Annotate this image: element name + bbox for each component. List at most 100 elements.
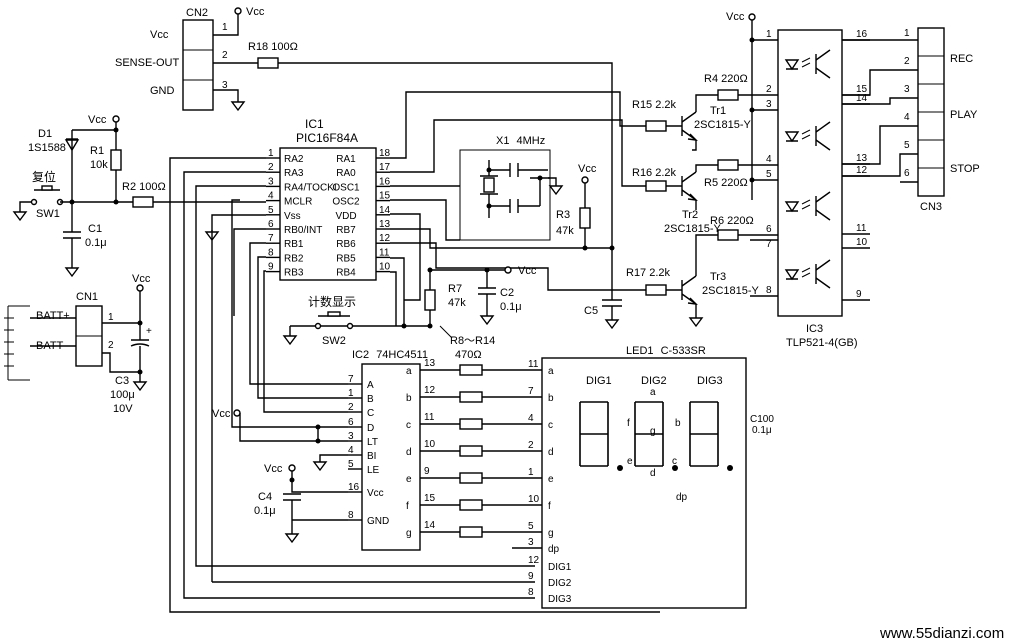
led1-pin-name: d [548, 447, 554, 458]
ic2-pin-num: 16 [348, 482, 360, 493]
led1-pin-name: g [548, 528, 554, 539]
ic2-ref: IC2 [352, 349, 369, 361]
c2-ref: C2 [500, 287, 514, 299]
ic1-pin-num: 13 [379, 219, 391, 230]
c5-capacitor: C5 [584, 299, 622, 330]
seg-label-dp: dp [676, 492, 688, 503]
ic1-pin-num: 17 [379, 162, 391, 173]
sw1-label: 复位 [32, 169, 56, 184]
reset-circuit: D1 1S1588 Vcc R1 10k 复位 SW1 C1 0.1μ R2 1… [12, 114, 266, 278]
tr2-part: 2SC1815-Y [664, 223, 722, 235]
phototransistor-leads [815, 121, 831, 151]
ic2-pin-name: f [406, 501, 409, 512]
d1-part: 1S1588 [28, 142, 66, 154]
led1-pin-num: 2 [528, 440, 534, 451]
ic1-pin-num: 11 [379, 247, 390, 258]
transistor-leads [681, 275, 697, 305]
ic3-pin-num: 12 [856, 165, 868, 176]
led1-pin-num: 3 [528, 537, 534, 548]
c100-value: 0.1μ [752, 425, 772, 436]
ic1-pin-name: RB6 [336, 239, 356, 250]
ic1-pin-num: 9 [268, 262, 274, 273]
r8-r14-resistors: R8～R14 470Ω [439, 325, 542, 538]
c100-label: C100 [750, 414, 774, 425]
ic2-pin-num: 12 [424, 385, 436, 396]
watermark: www.55dianzi.com [879, 625, 1004, 642]
ground-symbol [230, 101, 246, 112]
cn3-label-stop: STOP [950, 163, 980, 175]
led-diode [784, 131, 800, 143]
ic1-pin-name: RB5 [336, 253, 356, 264]
c4-vcc: Vcc [264, 463, 283, 475]
ic2-pin-name: LE [367, 465, 380, 476]
ic2-pin-num: 6 [348, 417, 354, 428]
ic3-part: TLP521-4(GB) [786, 337, 858, 349]
r18-resistor: R18 100Ω [213, 41, 613, 300]
r7-c2: Vcc R7 47k C2 0.1μ [290, 265, 537, 329]
ic3-pin-num: 2 [766, 84, 772, 95]
ic1-pin-name: RB4 [336, 268, 356, 279]
ic1-pin-name: MCLR [284, 197, 312, 208]
cn2-vcc-label: Vcc [246, 6, 265, 18]
r1-ref: R1 [90, 145, 104, 157]
led1-pin-name: DIG3 [548, 594, 572, 605]
tr2-ref: Tr2 [682, 209, 698, 221]
cn1-vcc: Vcc [132, 273, 151, 285]
ic2-label: IC2 74HC4511 [352, 349, 428, 361]
ic1-pin-num: 15 [379, 191, 391, 202]
led1-pin-num: 5 [528, 521, 534, 532]
ic3-pin-num: 16 [856, 29, 868, 40]
seven-segment-digits [579, 401, 733, 471]
digit-segments [634, 401, 664, 467]
r8-r14-value: 470Ω [455, 349, 482, 361]
cn3-pin-num: 4 [904, 112, 910, 123]
seg-label-c: c [672, 456, 677, 467]
cn2-label-gnd: GND [150, 85, 175, 97]
led-diode [784, 269, 800, 281]
seg-label-e: e [627, 456, 633, 467]
led1-label: LED1 C-533SR [626, 345, 706, 357]
x1-crystal: X1 4MHz [459, 135, 564, 241]
ic3-pin-num: 11 [856, 223, 867, 234]
cn1-pin-1: 1 [108, 312, 114, 323]
led1-display: LED1 C-533SR 11a7b4c2d1e10f5g3dp12DIG19D… [512, 345, 774, 609]
ic1-pin-name: VDD [335, 211, 356, 222]
digit-segments [689, 401, 719, 467]
ic2-vcc: Vcc [212, 408, 231, 420]
ic2-pin-name: a [406, 366, 412, 377]
ic1-pin-name: RB1 [284, 239, 304, 250]
ic3-pin-num: 3 [766, 99, 772, 110]
ic3-pin-num: 7 [766, 239, 772, 250]
ic1-pin-num: 8 [268, 247, 274, 258]
led1-ref: LED1 [626, 345, 654, 357]
ic2-pin-num: 4 [348, 445, 354, 456]
r6-label: R6 220Ω [710, 215, 754, 227]
led1-pin-num: 12 [528, 555, 540, 566]
dig2-title: DIG2 [641, 375, 667, 387]
ic1-pin-num: 2 [268, 162, 274, 173]
phototransistor-leads [815, 259, 831, 289]
led1-pin-name: f [548, 501, 551, 512]
cn3-pin-num: 6 [904, 168, 910, 179]
ic1-right-pins: 18RA117RA016OSC115OSC214VDD13RB712RB611R… [332, 148, 390, 279]
ic2-pin-name: BI [367, 451, 376, 462]
cn1-ref: CN1 [76, 291, 98, 303]
cn2-label-sense-out: SENSE-OUT [115, 57, 179, 69]
led1-pin-num: 11 [528, 359, 539, 370]
c4-ref: C4 [258, 491, 272, 503]
ic1-pin-name: RA4/TOCKI [284, 182, 337, 193]
resistor [459, 499, 483, 511]
led1-pin-name: DIG2 [548, 578, 572, 589]
ic2-pin-num: 15 [424, 493, 436, 504]
cn3-label-play: PLAY [950, 109, 978, 121]
ic2-pin-name: e [406, 474, 412, 485]
seg-label-f: f [627, 418, 630, 429]
ic2-pin-name: c [406, 420, 411, 431]
r7-ref: R7 [448, 283, 462, 295]
dig1-title: DIG1 [586, 375, 612, 387]
